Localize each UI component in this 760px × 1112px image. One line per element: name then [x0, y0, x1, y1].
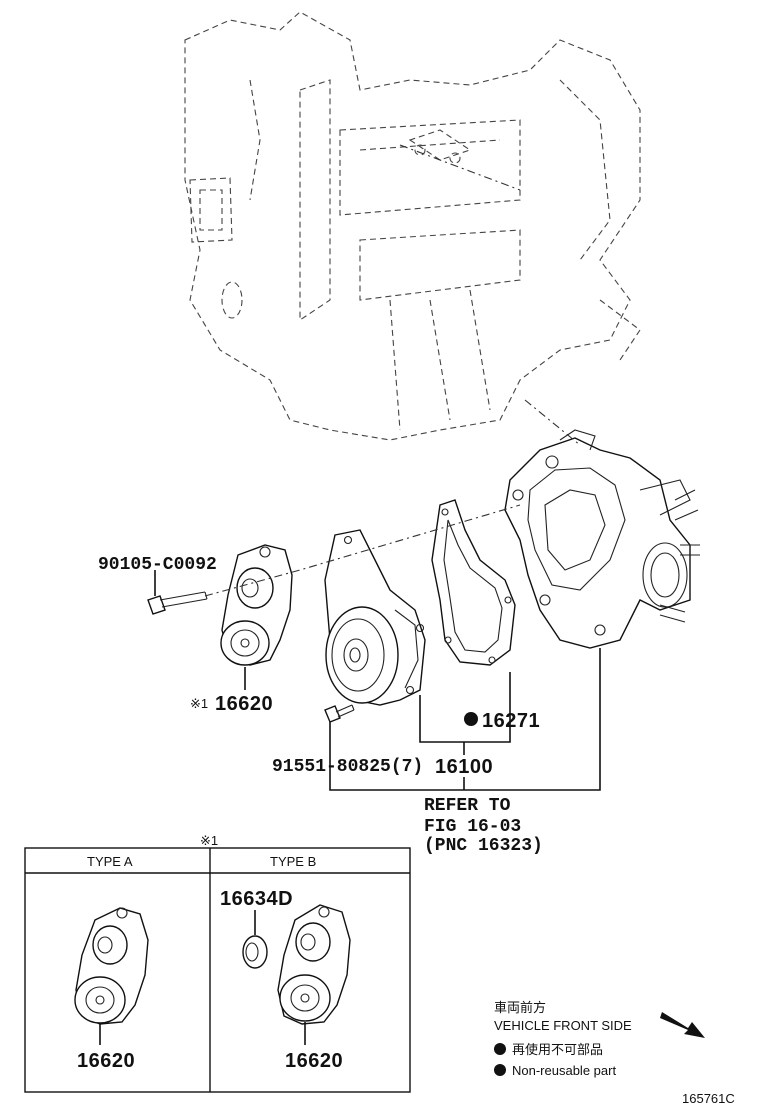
assembly-lines	[204, 144, 581, 597]
gasket-drawing	[431, 499, 516, 666]
type-b-seal-drawing	[242, 935, 268, 969]
water-pump-drawing	[324, 529, 426, 706]
type-a-tensioner-drawing	[74, 907, 149, 1025]
label-gasket: 16271	[482, 710, 540, 732]
front-arrow-icon	[660, 1012, 705, 1038]
front-side-en: VEHICLE FRONT SIDE	[494, 1018, 632, 1033]
legend-jp: 再使用不可部品	[512, 1042, 603, 1057]
engine-block-drawing	[184, 11, 641, 441]
front-side-jp: 車両前方	[494, 1000, 546, 1015]
legend-dot-jp-icon	[494, 1043, 506, 1055]
non-reusable-dot	[464, 712, 478, 726]
type-a-header: TYPE A	[87, 854, 133, 869]
type-a-part-label: 16620	[77, 1050, 135, 1072]
label-pump-bolt: 91551-80825(7)	[272, 757, 423, 777]
label-ref-mark: ※1	[190, 696, 208, 711]
inset-mark: ※1	[200, 833, 218, 848]
type-b-seal-label: 16634D	[220, 888, 293, 910]
legend-en: Non-reusable part	[512, 1063, 616, 1078]
refer-line-2: FIG 16-03	[424, 817, 521, 837]
label-tensioner: 16620	[215, 693, 273, 715]
type-b-tensioner-drawing	[277, 904, 351, 1025]
type-inset-box: ※1 TYPE A TYPE B 16620 16634D	[24, 833, 411, 1093]
refer-line-3: (PNC 16323)	[424, 836, 543, 856]
pump-housing-drawing	[504, 429, 700, 649]
tensioner-drawing	[220, 544, 293, 666]
figure-id: 165761C	[682, 1091, 735, 1106]
label-bolt-tensioner: 90105-C0092	[98, 555, 217, 575]
refer-line-1: REFER TO	[424, 796, 511, 816]
tensioner-bolt-drawing	[147, 591, 208, 615]
type-b-header: TYPE B	[270, 854, 316, 869]
pump-bolt-drawing	[324, 704, 355, 723]
legend-dot-en-icon	[494, 1064, 506, 1076]
type-b-part-label: 16620	[285, 1050, 343, 1072]
leader-lines	[154, 570, 601, 791]
label-water-pump: 16100	[435, 756, 493, 778]
